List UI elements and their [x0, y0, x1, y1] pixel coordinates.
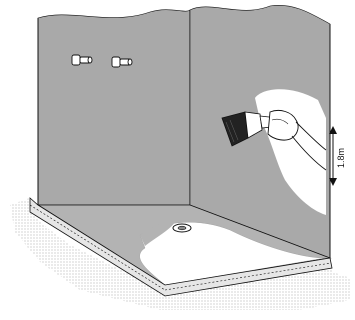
- drain-icon: [173, 224, 191, 232]
- left-wall: [38, 10, 190, 205]
- height-label: 1.8m: [336, 148, 346, 168]
- height-dimension: 1.8m: [329, 126, 346, 186]
